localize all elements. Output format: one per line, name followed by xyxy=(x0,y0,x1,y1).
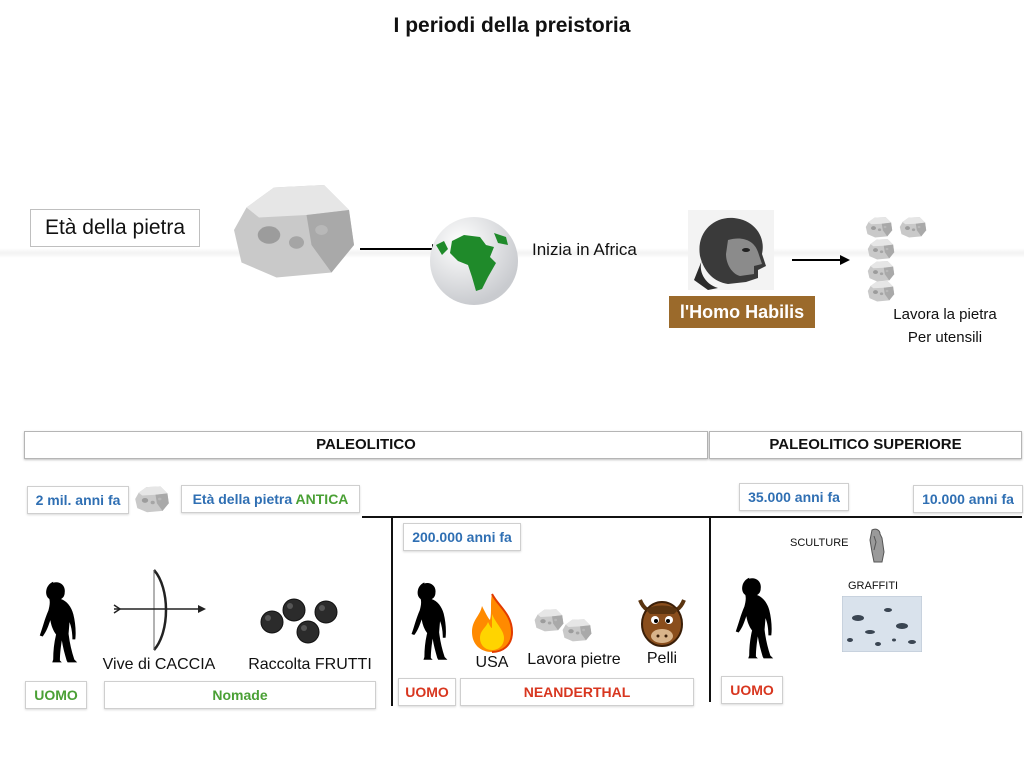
rock-icon xyxy=(234,185,354,278)
lavora-line-2: Per utensili xyxy=(907,329,983,346)
eta-pietra-label: Età della pietra xyxy=(30,209,200,247)
ape-man-silhouette-icon xyxy=(735,577,774,659)
lavora-line-1: Lavora la pietra xyxy=(893,306,997,323)
sculpture-icon xyxy=(869,528,885,563)
eta-antica-highlight: ANTICA xyxy=(295,491,349,507)
sculture-label: SCULTURE xyxy=(790,537,849,549)
date-35000: 35.000 anni fa xyxy=(739,483,849,511)
frutti-caption: Raccolta FRUTTI xyxy=(248,656,372,673)
date-200000: 200.000 anni fa xyxy=(403,523,521,551)
globe-africa-icon xyxy=(430,217,518,305)
timeline-line xyxy=(362,516,1022,518)
bow-arrow-icon xyxy=(113,569,206,651)
rock-icon xyxy=(135,486,169,513)
date-2-mil: 2 mil. anni fa xyxy=(27,486,129,514)
uomo-tag-2: UOMO xyxy=(398,678,456,706)
ape-man-silhouette-icon xyxy=(411,582,448,660)
uomo-tag-1: UOMO xyxy=(25,681,87,709)
eta-antica-tag: Età della pietra ANTICA xyxy=(181,485,360,513)
homo-habilis-face-icon xyxy=(688,210,774,290)
eta-antica-prefix: Età della pietra xyxy=(192,491,293,507)
yak-icon xyxy=(638,599,686,647)
homo-habilis-label: l'Homo Habilis xyxy=(669,296,815,328)
section-divider-2 xyxy=(709,516,711,702)
page-title: I periodi della preistoria xyxy=(393,14,631,37)
uomo-tag-3: UOMO xyxy=(721,676,783,704)
arrow-icon xyxy=(792,255,850,265)
section-divider-1 xyxy=(391,516,393,706)
neanderthal-tag: NEANDERTHAL xyxy=(460,678,694,706)
rock-icon xyxy=(534,609,564,632)
pelli-caption: Pelli xyxy=(646,650,678,667)
usa-caption: USA xyxy=(475,654,509,671)
rock-icon xyxy=(562,619,592,642)
nomade-tag: Nomade xyxy=(104,681,376,709)
lavora-pietra-text: Lavora la pietra Per utensili xyxy=(880,303,1010,349)
stone-tools-icon xyxy=(864,216,934,302)
paleolitico-superiore-banner: PALEOLITICO SUPERIORE xyxy=(709,431,1022,459)
berries-icon xyxy=(260,598,338,644)
ape-man-silhouette-icon xyxy=(39,581,78,663)
date-10000: 10.000 anni fa xyxy=(913,485,1023,513)
graffiti-label: GRAFFITI xyxy=(848,580,899,592)
cave-graffiti-icon xyxy=(842,596,922,652)
paleolitico-banner: PALEOLITICO xyxy=(24,431,708,459)
lavora-pietre-caption: Lavora pietre xyxy=(527,651,621,668)
africa-label: Inizia in Africa xyxy=(532,240,637,259)
fire-icon xyxy=(472,593,514,653)
caccia-caption: Vive di CACCIA xyxy=(102,656,216,673)
